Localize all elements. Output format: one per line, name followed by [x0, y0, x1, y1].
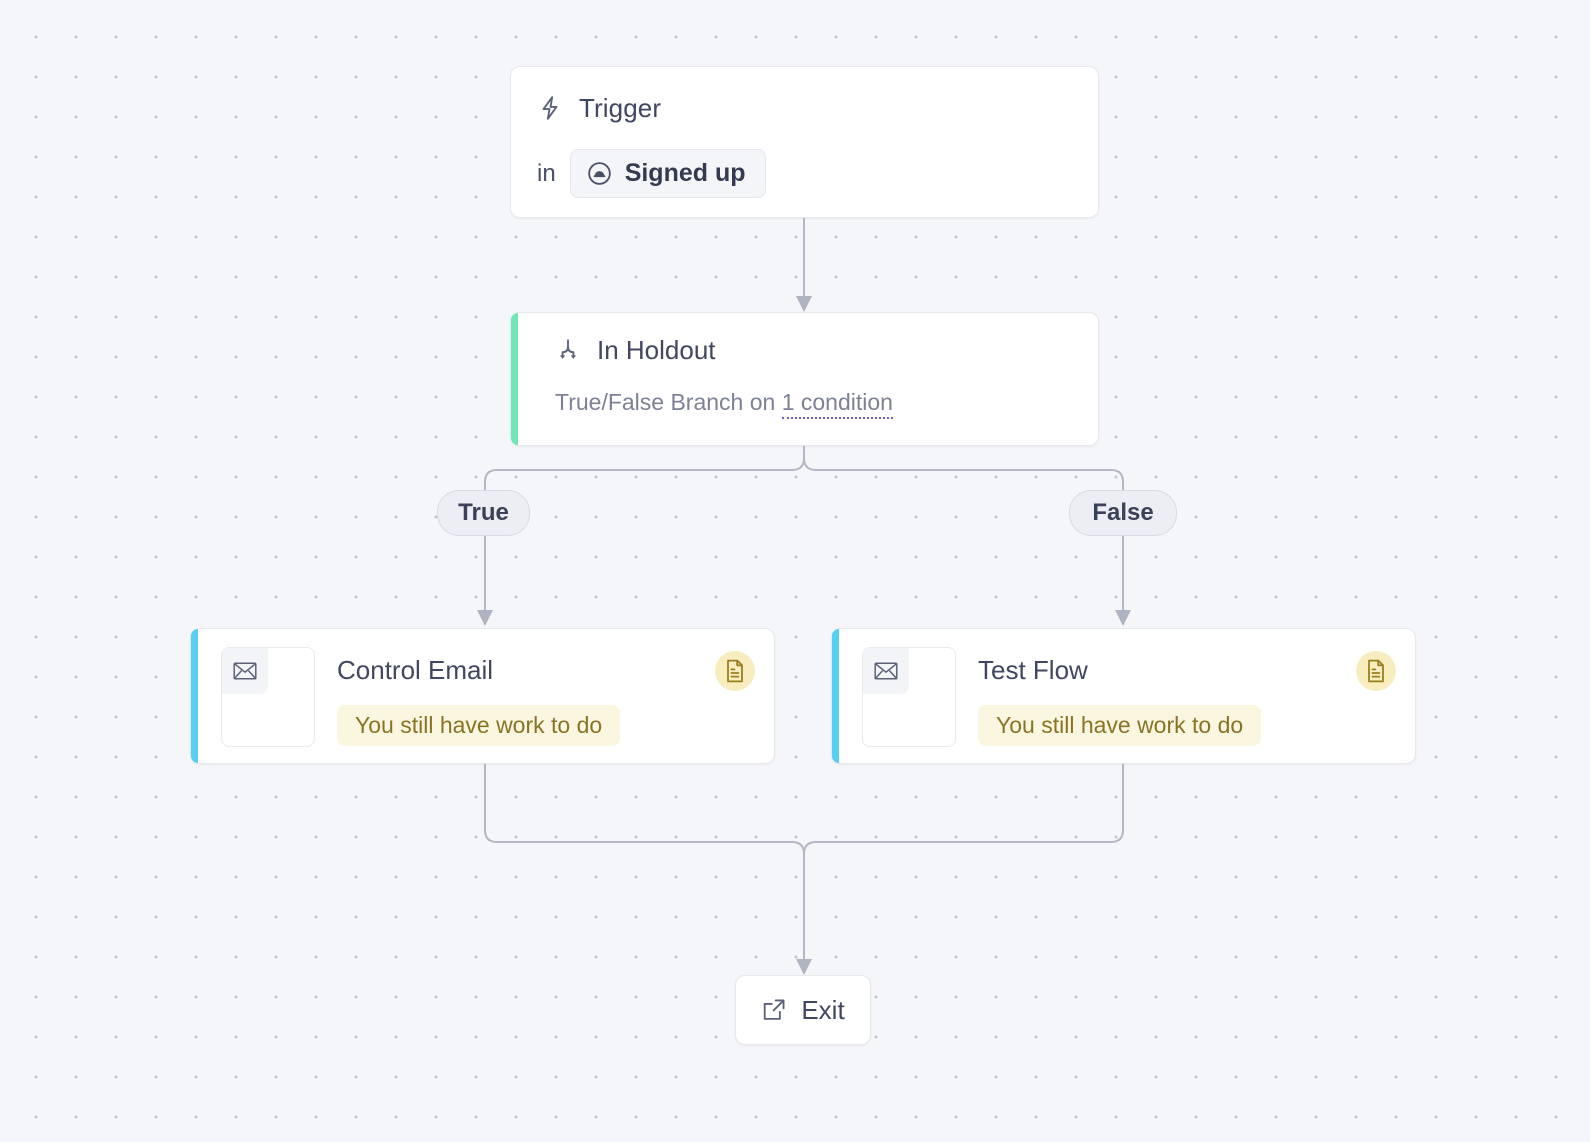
arrowhead-test — [1115, 610, 1131, 626]
node-test-flow[interactable]: Test Flow You still have work to do — [831, 628, 1416, 764]
status-badge: You still have work to do — [978, 705, 1262, 746]
email-thumbnail — [862, 647, 956, 747]
node-trigger[interactable]: Trigger in Signed up — [510, 66, 1099, 218]
node-control-email[interactable]: Control Email You still have work to do — [190, 628, 775, 764]
email-node-title: Control Email — [337, 655, 494, 685]
arrowhead-exit — [796, 959, 812, 975]
arrowhead-control — [477, 610, 493, 626]
document-icon[interactable] — [715, 651, 755, 691]
holdout-condition-link[interactable]: 1 condition — [781, 389, 893, 419]
node-accent-bar — [511, 313, 518, 445]
trigger-source-chip[interactable]: Signed up — [569, 149, 766, 198]
arrowhead-holdout — [796, 296, 812, 312]
envelope-icon — [863, 648, 909, 694]
email-node-title: Test Flow — [978, 655, 1088, 685]
node-exit[interactable]: Exit — [735, 975, 871, 1045]
cloud-circle-icon — [586, 160, 613, 187]
edge-test-to-merge — [803, 764, 1124, 855]
edge-control-to-merge — [484, 764, 805, 963]
exit-label: Exit — [801, 994, 845, 1025]
trigger-source-row: in Signed up — [537, 149, 1072, 198]
branch-badge-true[interactable]: True — [437, 490, 530, 536]
trigger-title: Trigger — [579, 92, 662, 123]
node-accent-bar — [832, 629, 839, 763]
status-badge: You still have work to do — [337, 705, 621, 746]
envelope-icon — [222, 648, 268, 694]
node-accent-bar — [191, 629, 198, 763]
trigger-in-label: in — [537, 159, 556, 187]
holdout-header: In Holdout — [555, 333, 1072, 367]
edge-holdout-split-right — [803, 457, 1124, 490]
branch-fork-icon — [555, 336, 581, 364]
holdout-subtitle: True/False Branch on 1 condition — [555, 389, 1072, 419]
trigger-header: Trigger — [537, 91, 1072, 125]
holdout-title: In Holdout — [597, 334, 716, 365]
branch-badge-false[interactable]: False — [1069, 490, 1177, 536]
holdout-subtitle-prefix: True/False Branch on — [555, 389, 782, 415]
trigger-source-label: Signed up — [624, 159, 746, 187]
email-thumbnail — [221, 647, 315, 747]
external-link-icon — [761, 997, 787, 1023]
lightning-bolt-icon — [537, 93, 563, 123]
node-in-holdout[interactable]: In Holdout True/False Branch on 1 condit… — [510, 312, 1099, 446]
document-icon[interactable] — [1356, 651, 1396, 691]
edge-holdout-split — [484, 446, 805, 490]
